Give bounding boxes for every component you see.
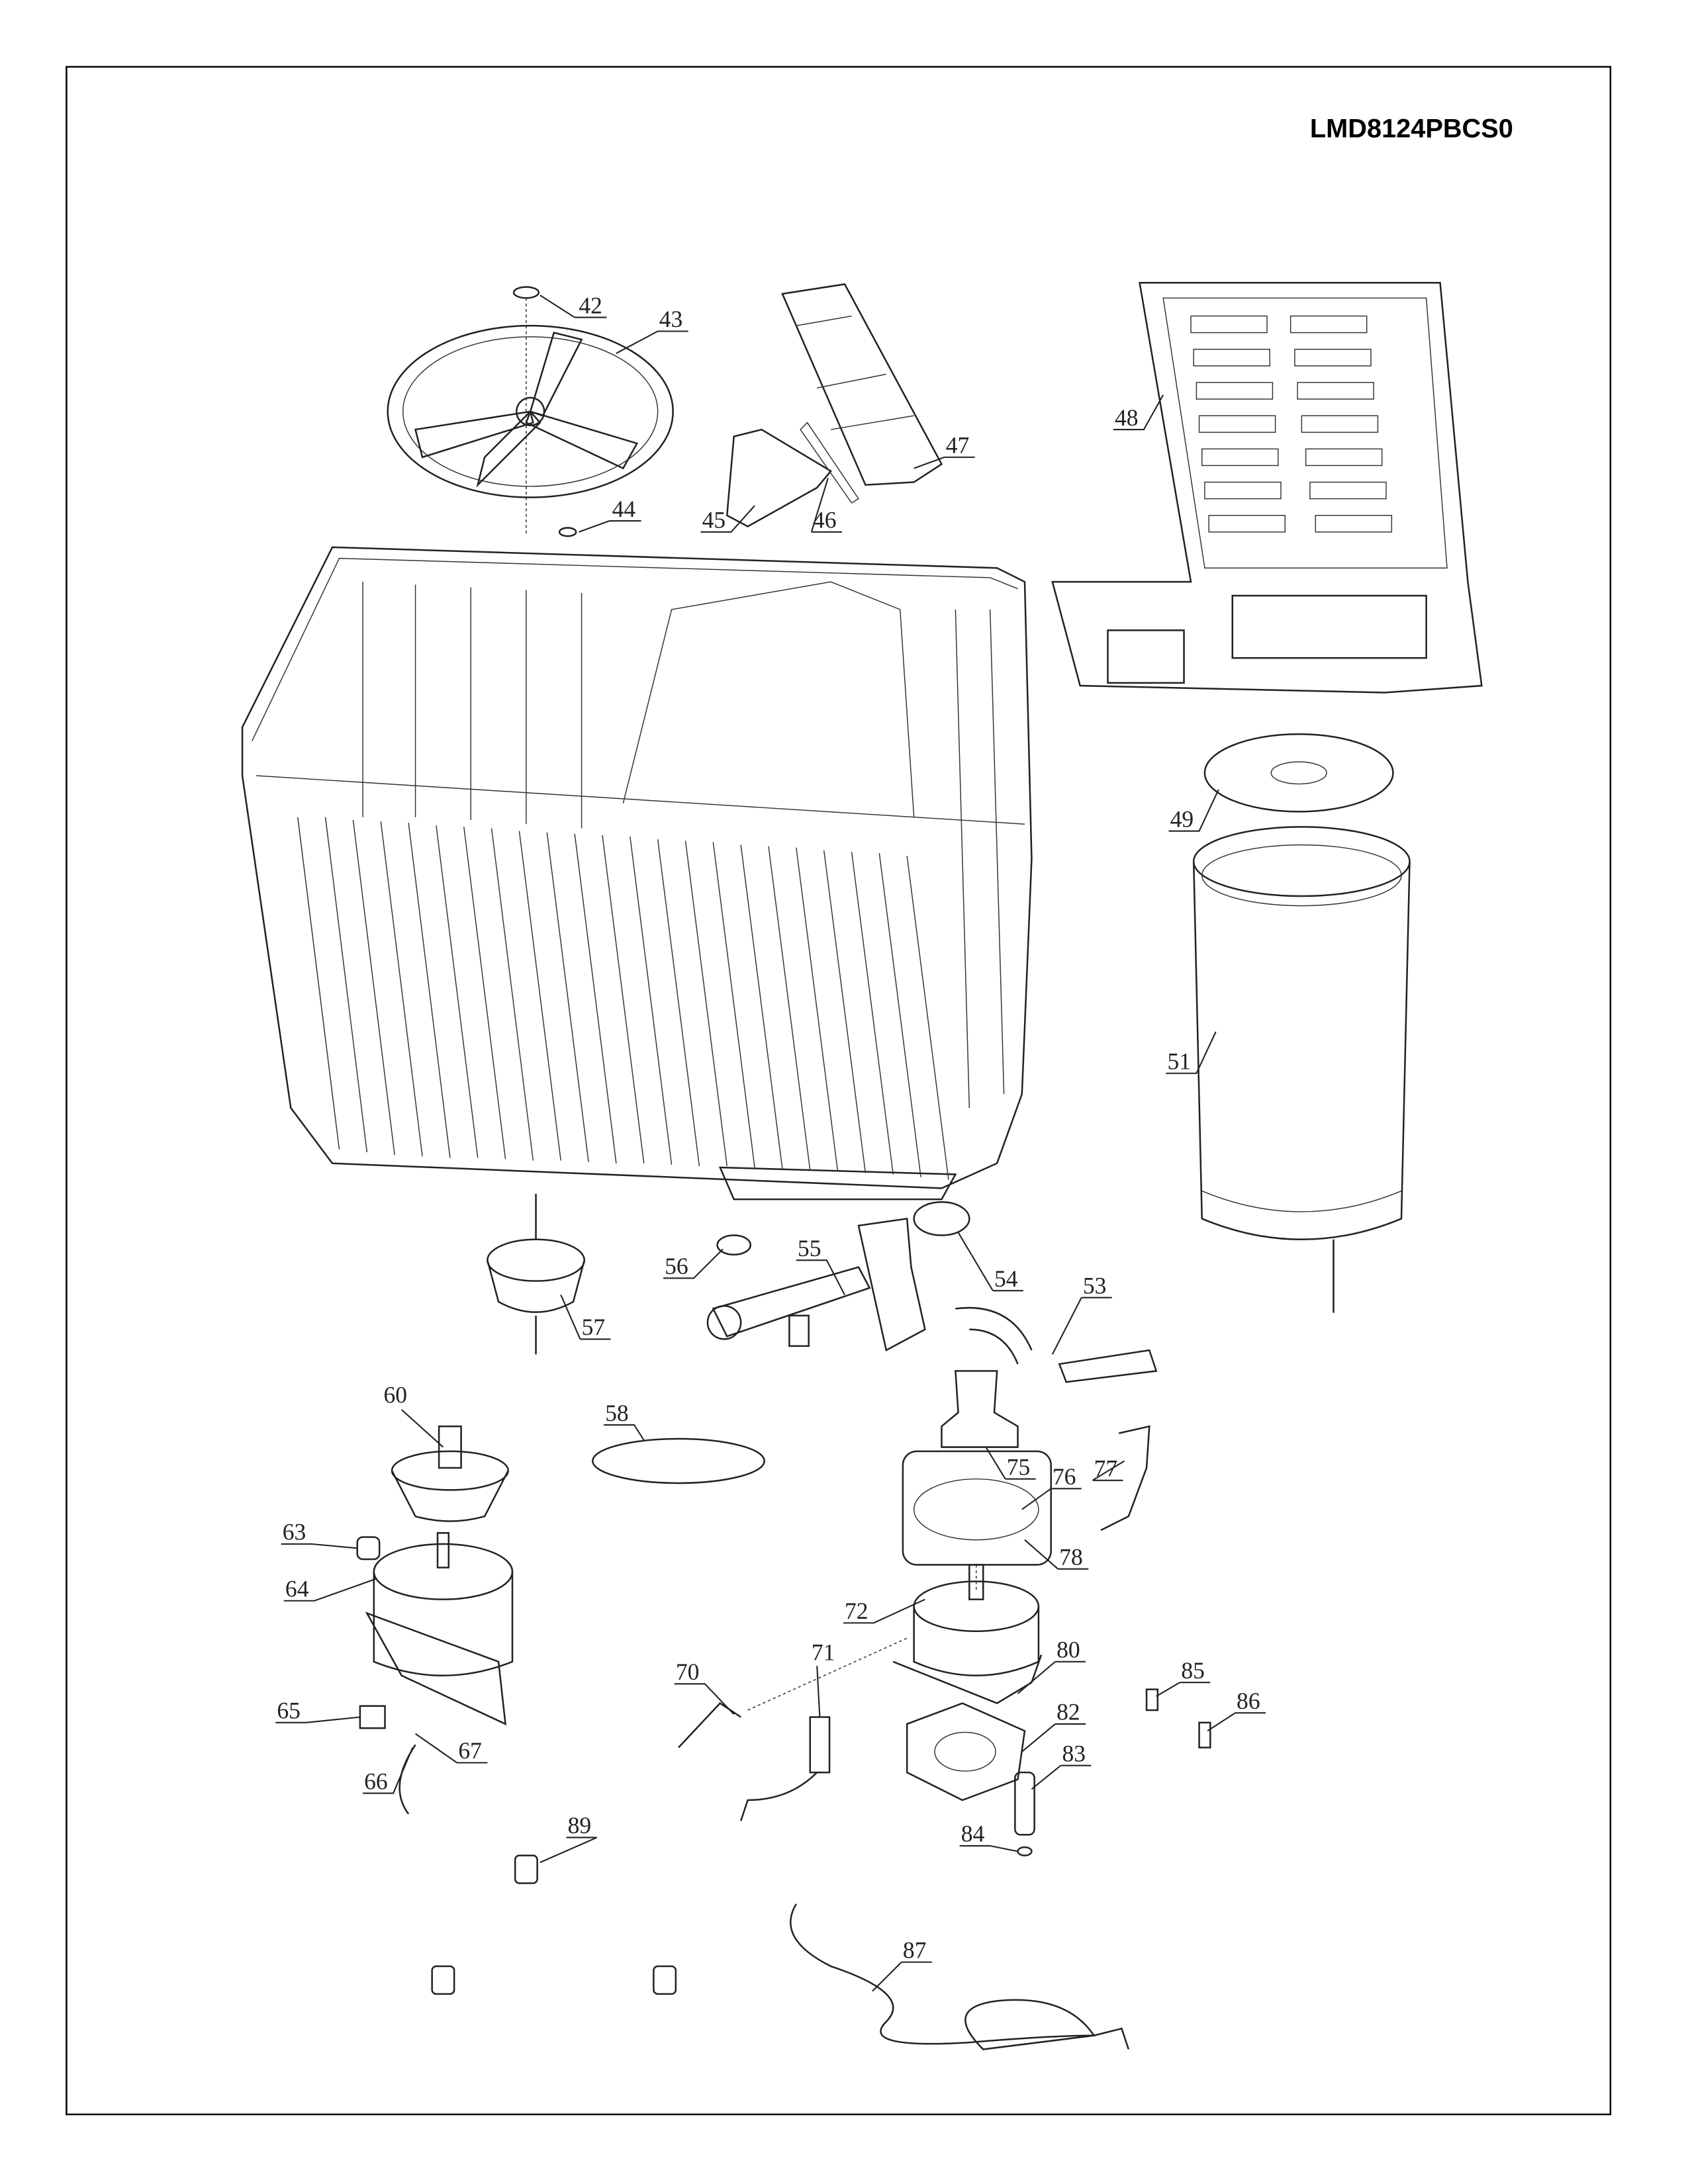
- callout-72: 72: [843, 1598, 925, 1624]
- svg-text:89: 89: [568, 1812, 592, 1839]
- svg-text:76: 76: [1053, 1463, 1076, 1490]
- callout-77: 77: [1092, 1455, 1125, 1481]
- callout-63: 63: [281, 1519, 357, 1549]
- callout-54: 54: [957, 1232, 1023, 1292]
- svg-text:66: 66: [364, 1768, 388, 1794]
- svg-text:42: 42: [579, 292, 602, 318]
- svg-text:67: 67: [458, 1737, 482, 1764]
- callout-80: 80: [1017, 1637, 1086, 1694]
- svg-text:78: 78: [1059, 1543, 1083, 1570]
- svg-text:72: 72: [845, 1598, 868, 1624]
- callout-53: 53: [1051, 1272, 1112, 1355]
- page-frame: [66, 66, 1612, 2116]
- svg-text:85: 85: [1181, 1657, 1205, 1684]
- clutch-part: [487, 1193, 586, 1355]
- callout-47: 47: [914, 432, 975, 469]
- svg-text:83: 83: [1062, 1740, 1086, 1766]
- svg-text:65: 65: [277, 1698, 301, 1724]
- callout-70: 70: [674, 1659, 735, 1715]
- svg-text:87: 87: [903, 1936, 927, 1963]
- svg-text:58: 58: [605, 1400, 629, 1426]
- svg-text:82: 82: [1056, 1699, 1080, 1725]
- svg-text:46: 46: [813, 507, 837, 533]
- cabinet-part: [241, 546, 1033, 1201]
- callout-49: 49: [1168, 789, 1219, 832]
- callout-65: 65: [275, 1698, 360, 1724]
- power-cord-part: [790, 1903, 1130, 2050]
- capacitor-part: [678, 1702, 831, 1821]
- drain-assembly-part: [706, 1201, 1158, 1383]
- spin-motor-part: [747, 1564, 1043, 1856]
- brake-assembly-part: [902, 1370, 1150, 1566]
- svg-text:70: 70: [676, 1659, 700, 1685]
- svg-text:75: 75: [1007, 1453, 1031, 1480]
- svg-text:60: 60: [383, 1382, 407, 1408]
- small-fittings-part: [1145, 1688, 1211, 1749]
- svg-text:63: 63: [283, 1519, 306, 1545]
- svg-text:49: 49: [1170, 805, 1194, 832]
- callout-76: 76: [1021, 1463, 1082, 1510]
- filter-part: [726, 283, 943, 527]
- model-number: LMD8124PBCS0: [1310, 114, 1513, 144]
- svg-text:71: 71: [812, 1639, 835, 1666]
- callout-87: 87: [872, 1936, 932, 1992]
- svg-text:57: 57: [582, 1314, 606, 1340]
- svg-text:48: 48: [1115, 404, 1139, 431]
- svg-text:43: 43: [659, 306, 683, 332]
- svg-text:45: 45: [702, 507, 726, 533]
- callout-66: 66: [363, 1747, 414, 1794]
- callout-57: 57: [560, 1295, 611, 1340]
- callout-46: 46: [810, 477, 842, 533]
- top-cover-part: [1051, 282, 1483, 694]
- callout-labels: 42 43 44 45 46 47 48 49 51 53 54 55 56 5…: [275, 292, 1266, 1992]
- callout-48: 48: [1113, 394, 1164, 431]
- callout-86: 86: [1207, 1688, 1266, 1732]
- svg-text:54: 54: [994, 1265, 1018, 1292]
- callout-55: 55: [796, 1235, 845, 1295]
- svg-text:56: 56: [665, 1253, 688, 1279]
- svg-text:47: 47: [946, 432, 970, 459]
- svg-text:80: 80: [1056, 1637, 1080, 1663]
- callout-44: 44: [579, 496, 641, 533]
- callout-85: 85: [1156, 1657, 1211, 1698]
- svg-text:44: 44: [612, 496, 636, 522]
- callout-82: 82: [1021, 1699, 1086, 1752]
- pulsator-part: [387, 286, 674, 537]
- callout-56: 56: [663, 1248, 724, 1279]
- inner-drum-part: [1192, 733, 1411, 1313]
- callout-83: 83: [1031, 1740, 1092, 1790]
- callout-71: 71: [812, 1639, 835, 1717]
- pulley-part: [391, 1425, 509, 1522]
- callout-67: 67: [414, 1733, 488, 1764]
- callout-60: 60: [383, 1382, 444, 1448]
- svg-text:64: 64: [285, 1575, 309, 1602]
- callout-89: 89: [539, 1812, 598, 1864]
- svg-text:53: 53: [1083, 1272, 1107, 1298]
- callout-58: 58: [604, 1400, 645, 1441]
- callout-43: 43: [616, 306, 688, 354]
- callout-45: 45: [700, 505, 755, 533]
- callout-64: 64: [283, 1575, 377, 1602]
- callout-42: 42: [539, 292, 607, 318]
- feet-part: [431, 1854, 677, 1995]
- callout-75: 75: [985, 1447, 1036, 1480]
- callout-84: 84: [959, 1821, 1018, 1852]
- callout-51: 51: [1166, 1031, 1217, 1074]
- callout-78: 78: [1024, 1539, 1089, 1570]
- belt-part: [592, 1437, 765, 1484]
- svg-text:55: 55: [798, 1235, 821, 1261]
- svg-text:51: 51: [1167, 1048, 1191, 1074]
- svg-text:84: 84: [961, 1821, 985, 1847]
- svg-text:86: 86: [1237, 1688, 1260, 1714]
